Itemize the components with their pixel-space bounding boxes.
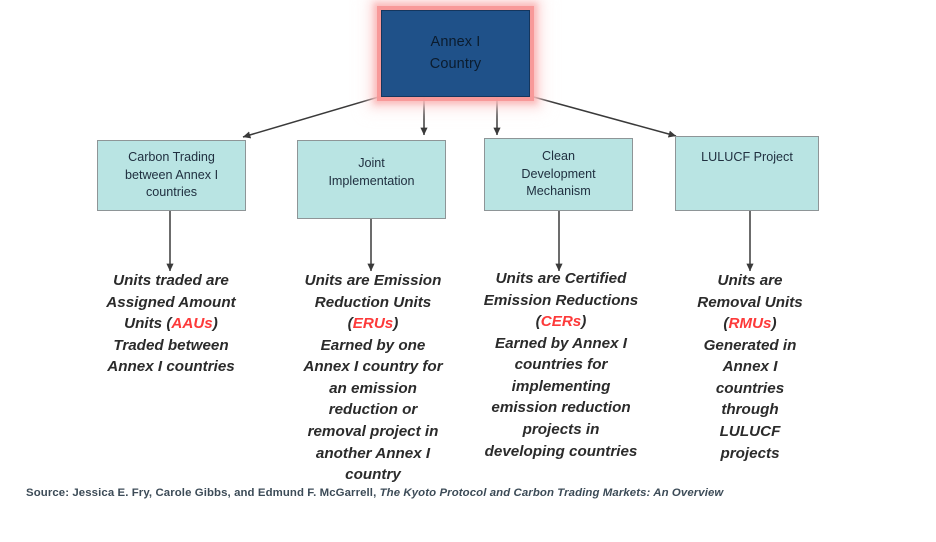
description-cer-line-acronym: (CERs) (535, 313, 587, 331)
node-clean-development-mechanism-line2: Development (521, 166, 596, 181)
description-cer-line: projects in (522, 421, 600, 439)
description-rmu-line: Removal Units (697, 293, 803, 311)
node-annex-i-country-line1: Annex I (430, 34, 481, 51)
description-cer-line: developing countries (484, 442, 638, 460)
acronym-aaus: AAUs (171, 315, 213, 333)
description-eru-line: Reduction Units (314, 293, 432, 311)
source-caption: Source: Jessica E. Fry, Carole Gibbs, an… (26, 487, 906, 499)
node-carbon-trading-line2: between Annex I (124, 167, 219, 182)
node-carbon-trading-label: Carbon Trading between Annex I countries (125, 149, 218, 203)
description-eru: Units are Emission Reduction Units (ERUs… (288, 270, 458, 486)
description-rmu-line: projects (720, 444, 780, 462)
description-cer: Units are Certified Emission Reductions … (472, 268, 650, 462)
description-aau-line: Assigned Amount (106, 293, 236, 311)
node-annex-i-country[interactable]: Annex I Country (381, 10, 530, 97)
description-eru-line: country (345, 466, 401, 484)
node-joint-implementation-label: Joint Implementation (328, 155, 414, 191)
description-rmu-line: Generated in (703, 336, 797, 354)
description-cer-line: countries for (514, 356, 608, 374)
description-rmu-line: LULUCF (719, 423, 781, 441)
description-eru-line: Annex I country for (303, 358, 443, 376)
description-aau-line: Traded between (113, 336, 229, 354)
node-carbon-trading[interactable]: Carbon Trading between Annex I countries (97, 140, 246, 211)
node-clean-development-mechanism-line1: Clean (542, 148, 575, 163)
node-lulucf-project-label: LULUCF Project (701, 149, 793, 167)
description-eru-line: Earned by one (320, 336, 426, 354)
description-eru-line: Units are Emission (304, 272, 442, 289)
description-aau-line: Units traded are (113, 272, 229, 289)
node-clean-development-mechanism-label: Clean Development Mechanism (521, 148, 595, 202)
description-rmu: Units are Removal Units (RMUs) Generated… (678, 270, 822, 464)
description-eru-line: removal project in (307, 423, 439, 441)
connector-root-to-lulucf-project (529, 95, 677, 138)
node-lulucf-project[interactable]: LULUCF Project (675, 136, 819, 211)
node-joint-implementation[interactable]: Joint Implementation (297, 140, 446, 219)
description-cer-line: implementing (511, 377, 611, 395)
connector-root-to-carbon-trading (242, 95, 383, 139)
description-eru-line: another Annex I (315, 444, 431, 462)
description-eru-line: reduction or (328, 401, 418, 419)
node-clean-development-mechanism[interactable]: Clean Development Mechanism (484, 138, 633, 211)
description-rmu-line-acronym: (RMUs) (723, 315, 777, 333)
description-rmu-line: through (721, 401, 779, 419)
node-joint-implementation-line1: Joint (358, 156, 385, 170)
node-lulucf-project-line1: LULUCF Project (701, 150, 793, 164)
node-annex-i-country-line2: Country (429, 55, 482, 72)
acronym-erus: ERUs (352, 315, 394, 333)
description-rmu-line: Units are (717, 272, 783, 289)
description-aau: Units traded are Assigned Amount Units (… (88, 270, 254, 378)
description-aau-line-acronym: Units (AAUs) (124, 315, 218, 333)
acronym-cers: CERs (540, 313, 582, 331)
description-aau-line: Annex I countries (107, 358, 235, 376)
node-annex-i-country-label: Annex I Country (430, 32, 481, 74)
node-carbon-trading-line3: countries (145, 185, 198, 200)
node-carbon-trading-line1: Carbon Trading (128, 149, 215, 164)
description-rmu-line: Annex I (722, 358, 778, 376)
description-cer-line: Emission Reductions (483, 291, 639, 309)
description-cer-line: emission reduction (491, 399, 631, 417)
acronym-rmus: RMUs (728, 315, 772, 333)
node-clean-development-mechanism-line3: Mechanism (526, 184, 591, 199)
description-eru-line-acronym: (ERUs) (347, 315, 399, 333)
description-cer-line: Earned by Annex I (495, 334, 627, 352)
node-joint-implementation-line2: Implementation (328, 173, 415, 188)
description-eru-line: an emission (329, 379, 417, 397)
source-caption-title: The Kyoto Protocol and Carbon Trading Ma… (379, 487, 724, 499)
source-caption-prefix: Source: Jessica E. Fry, Carole Gibbs, an… (26, 487, 380, 499)
description-cer-line: Units are Certified (495, 270, 627, 287)
description-rmu-line: countries (715, 379, 785, 397)
